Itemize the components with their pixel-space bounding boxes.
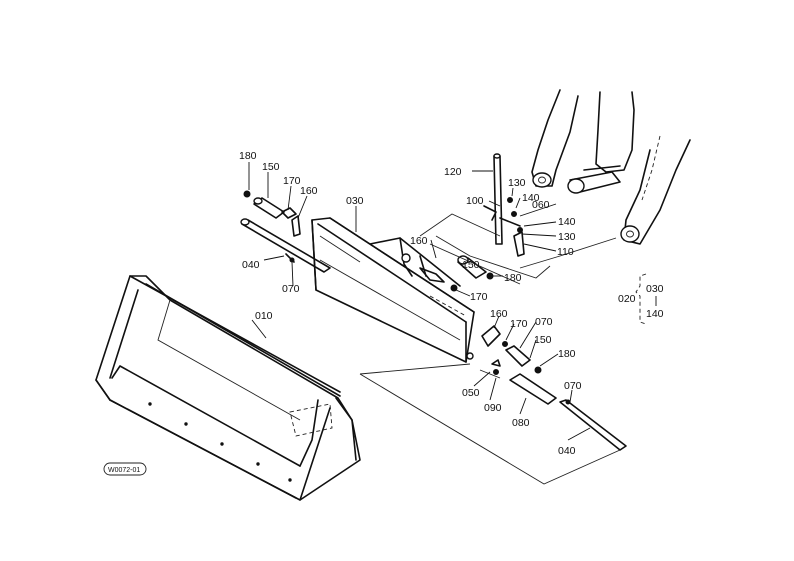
callout-040-right: 040 — [558, 445, 576, 457]
lever-assembly — [419, 153, 551, 285]
callout-150-mid: 150 — [462, 259, 480, 271]
callout-160-mid: 160 — [410, 235, 428, 247]
callout-120: 120 — [444, 166, 462, 178]
callout-labels: 010 030 040 040 050 060 070 070 070 080 … — [239, 150, 582, 457]
callout-180-left: 180 — [239, 150, 257, 162]
pin-left — [240, 218, 331, 273]
assembly-group-legend: 020 030 140 — [618, 273, 664, 325]
callout-160-left: 160 — [300, 185, 318, 197]
drawing-code-badge: W0072-01 — [103, 462, 147, 476]
callout-170-left: 170 — [283, 175, 301, 187]
loader-arms — [519, 89, 691, 269]
callout-170-right: 170 — [510, 318, 528, 330]
callout-070-left: 070 — [282, 283, 300, 295]
callout-010: 010 — [255, 310, 273, 322]
bushings-center — [419, 255, 494, 292]
callout-080: 080 — [512, 417, 530, 429]
callout-060: 060 — [532, 199, 550, 211]
bucket — [95, 275, 361, 501]
callout-180-right: 180 — [558, 348, 576, 360]
callout-040-left: 040 — [242, 259, 260, 271]
callout-090: 090 — [484, 402, 502, 414]
drawing-code: W0072-01 — [108, 467, 140, 474]
callout-150-right: 150 — [534, 334, 552, 346]
parts-right — [359, 325, 627, 485]
bushings-left — [243, 190, 301, 237]
callout-160-right: 160 — [490, 308, 508, 320]
callout-140-top: 140 — [522, 192, 540, 204]
callout-070-mid: 070 — [535, 316, 553, 328]
callout-180-mid: 180 — [504, 272, 522, 284]
callout-110: 110 — [557, 246, 574, 258]
assembly-range-end: 140 — [646, 308, 664, 320]
callout-050: 050 — [462, 387, 480, 399]
callout-150-left: 150 — [262, 161, 280, 173]
callout-070-right: 070 — [564, 380, 582, 392]
assembly-range-start: 030 — [646, 283, 664, 295]
callout-130-top: 130 — [508, 177, 526, 189]
callout-030: 030 — [346, 195, 364, 207]
leader-lines — [248, 162, 591, 441]
callout-100: 100 — [466, 195, 484, 207]
attachment-frame — [311, 217, 475, 363]
assembly-parent-label: 020 — [618, 293, 636, 305]
callout-140-mid: 140 — [558, 216, 576, 228]
callout-170-mid: 170 — [470, 291, 488, 303]
callout-130-mid: 130 — [558, 231, 576, 243]
